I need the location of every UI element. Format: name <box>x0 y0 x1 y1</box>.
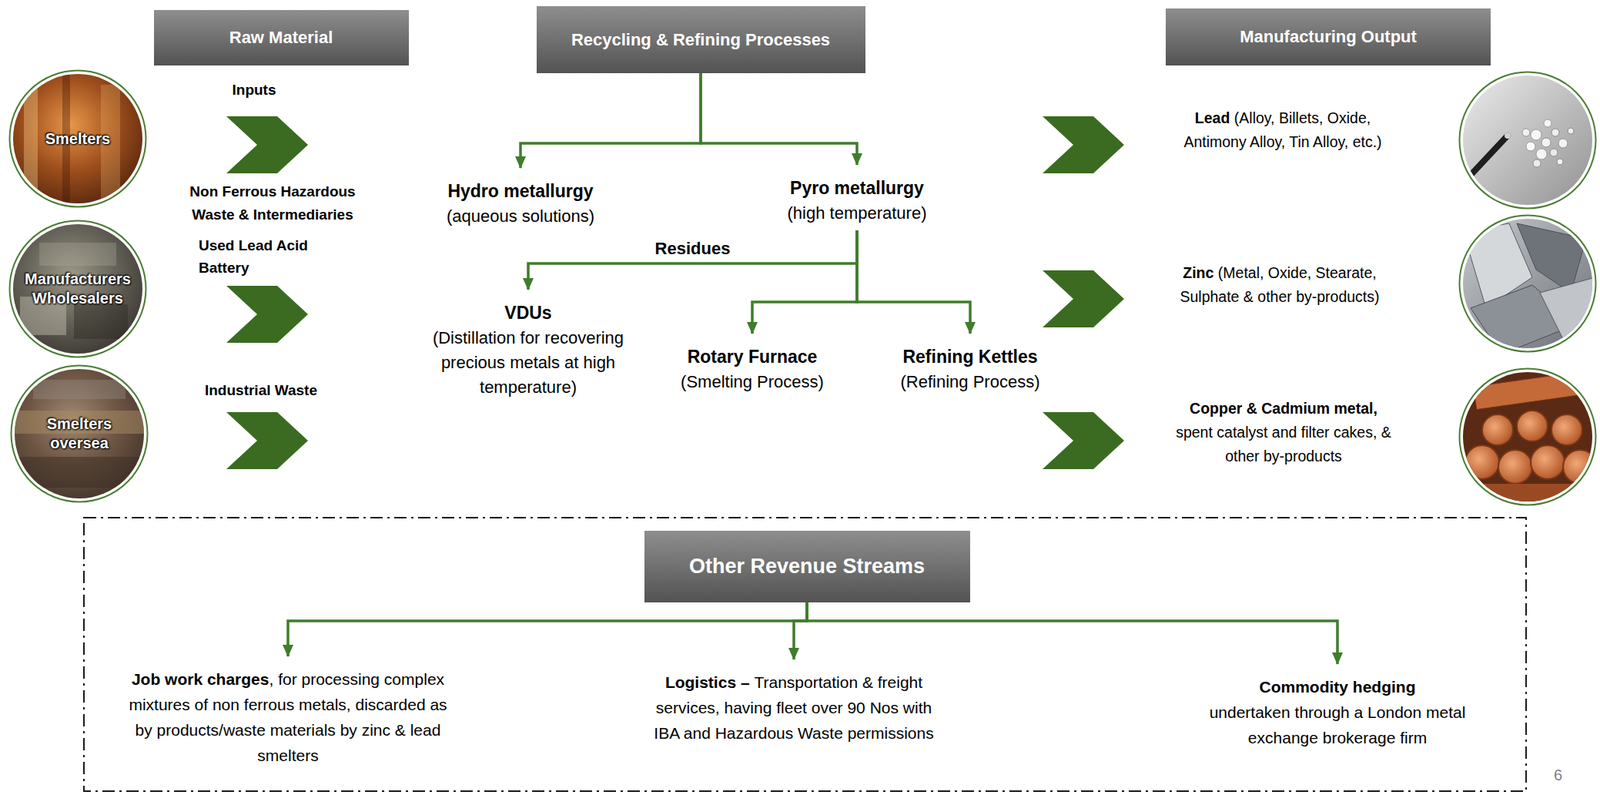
section-header: Raw Material <box>153 10 409 66</box>
connector-arrow <box>806 602 1338 664</box>
node-heading: Refining Kettles <box>900 344 1041 370</box>
source-photo <box>8 69 148 208</box>
source-circle: Smelters oversea <box>10 364 149 503</box>
source-circle: Manufacturers Wholesalers <box>8 219 148 359</box>
connector-arrow <box>287 602 807 657</box>
node-heading: Hydro metallurgy <box>446 178 595 205</box>
connector-arrow <box>856 230 971 334</box>
node-heading: Pyro metallurgy <box>787 175 928 201</box>
chevron-arrow <box>226 116 308 174</box>
section-header: Other Revenue Streams <box>644 530 971 603</box>
node-heading: Zinc <box>1182 264 1214 282</box>
edge-label: Residues <box>652 238 734 259</box>
process-node: Pyro metallurgy(high temperature) <box>781 164 934 231</box>
circle-outline <box>10 364 149 503</box>
output-node: Copper & Cadmium metal,spent catalyst an… <box>1158 391 1410 474</box>
dashed-frame <box>83 517 1527 791</box>
text-run: Logistics –Transportation & freight serv… <box>642 669 947 747</box>
circle-label: Manufacturers Wholesalers <box>16 269 140 308</box>
chevron-arrow <box>1042 411 1125 469</box>
connector-arrow <box>793 602 807 660</box>
section-header: Recycling & Refining Processes <box>536 6 866 74</box>
header-text: Manufacturing Output <box>1239 26 1417 47</box>
chevron-arrow <box>226 411 308 469</box>
input-label: Industrial Waste <box>204 380 318 402</box>
input-label: Non Ferrous Hazardous Waste & Intermedia… <box>172 180 373 228</box>
source-photo <box>10 364 149 503</box>
node-heading: VDUs <box>408 300 648 326</box>
chevron-arrow <box>226 285 308 343</box>
text-run: Lead(Alloy, Billets, Oxide, Antimony All… <box>1167 106 1399 154</box>
copper-photo <box>1459 368 1597 507</box>
node-body: (Distillation for recovering precious me… <box>408 325 648 400</box>
revenue-node: Job work charges, for processing complex… <box>118 656 459 774</box>
node-heading: Logistics – <box>665 672 750 691</box>
header-text: Other Revenue Streams <box>689 554 925 579</box>
output-node: Lead(Alloy, Billets, Oxide, Antimony All… <box>1161 101 1405 159</box>
revenue-node: Logistics –Transportation & freight serv… <box>635 659 953 751</box>
node-heading: Commodity hedging <box>1191 674 1484 700</box>
node-body: undertaken through a London metal exchan… <box>1191 699 1484 751</box>
node-heading: Copper & Cadmium metal, <box>1164 396 1403 421</box>
zinc-photo <box>1459 215 1596 355</box>
node-body: spent catalyst and filter cakes, & other… <box>1164 420 1403 469</box>
chevron-arrow <box>1042 116 1125 174</box>
text-run: Job work charges, for processing complex… <box>124 666 452 769</box>
node-heading: Job work charges <box>131 669 270 688</box>
revenue-node: Commodity hedgingundertaken through a Lo… <box>1184 663 1490 756</box>
connector-arrow <box>752 230 857 334</box>
process-node: VDUs(Distillation for recovering preciou… <box>402 289 654 405</box>
input-label: Used Lead Acid Battery <box>198 234 334 280</box>
node-body: (high temperature) <box>787 200 928 226</box>
input-label: Inputs <box>232 80 277 101</box>
chevron-arrow <box>1042 270 1125 328</box>
process-node: Hydro metallurgy(aqueous solutions) <box>440 167 601 234</box>
photo-ring <box>1459 72 1597 209</box>
source-photo <box>8 219 148 359</box>
connector-arrow <box>700 73 857 165</box>
node-body: (Smelting Process) <box>680 369 824 395</box>
lead-photo <box>1459 72 1596 208</box>
section-header: Manufacturing Output <box>1165 8 1491 66</box>
output-node: Zinc(Metal, Oxide, Stearate, Sulphate & … <box>1158 256 1402 314</box>
connector-arrow <box>528 230 857 290</box>
process-node: Rotary Furnace(Smelting Process) <box>674 333 831 399</box>
node-heading: Rotary Furnace <box>680 344 824 370</box>
process-node: Refining Kettles(Refining Process) <box>894 333 1047 399</box>
connector-arrow <box>520 73 701 168</box>
node-body: (Refining Process) <box>900 369 1041 395</box>
circle-label: Smelters oversea <box>33 414 126 453</box>
text-run: Zinc(Metal, Oxide, Stearate, Sulphate & … <box>1164 261 1396 309</box>
header-text: Raw Material <box>229 27 334 48</box>
node-body: (aqueous solutions) <box>446 204 595 229</box>
circle-outline <box>8 219 148 359</box>
header-text: Recycling & Refining Processes <box>571 30 831 51</box>
node-heading: Lead <box>1194 109 1231 127</box>
page-number: 6 <box>1553 763 1563 786</box>
source-circle: Smelters <box>8 69 148 208</box>
circle-label: Smelters <box>45 129 111 149</box>
